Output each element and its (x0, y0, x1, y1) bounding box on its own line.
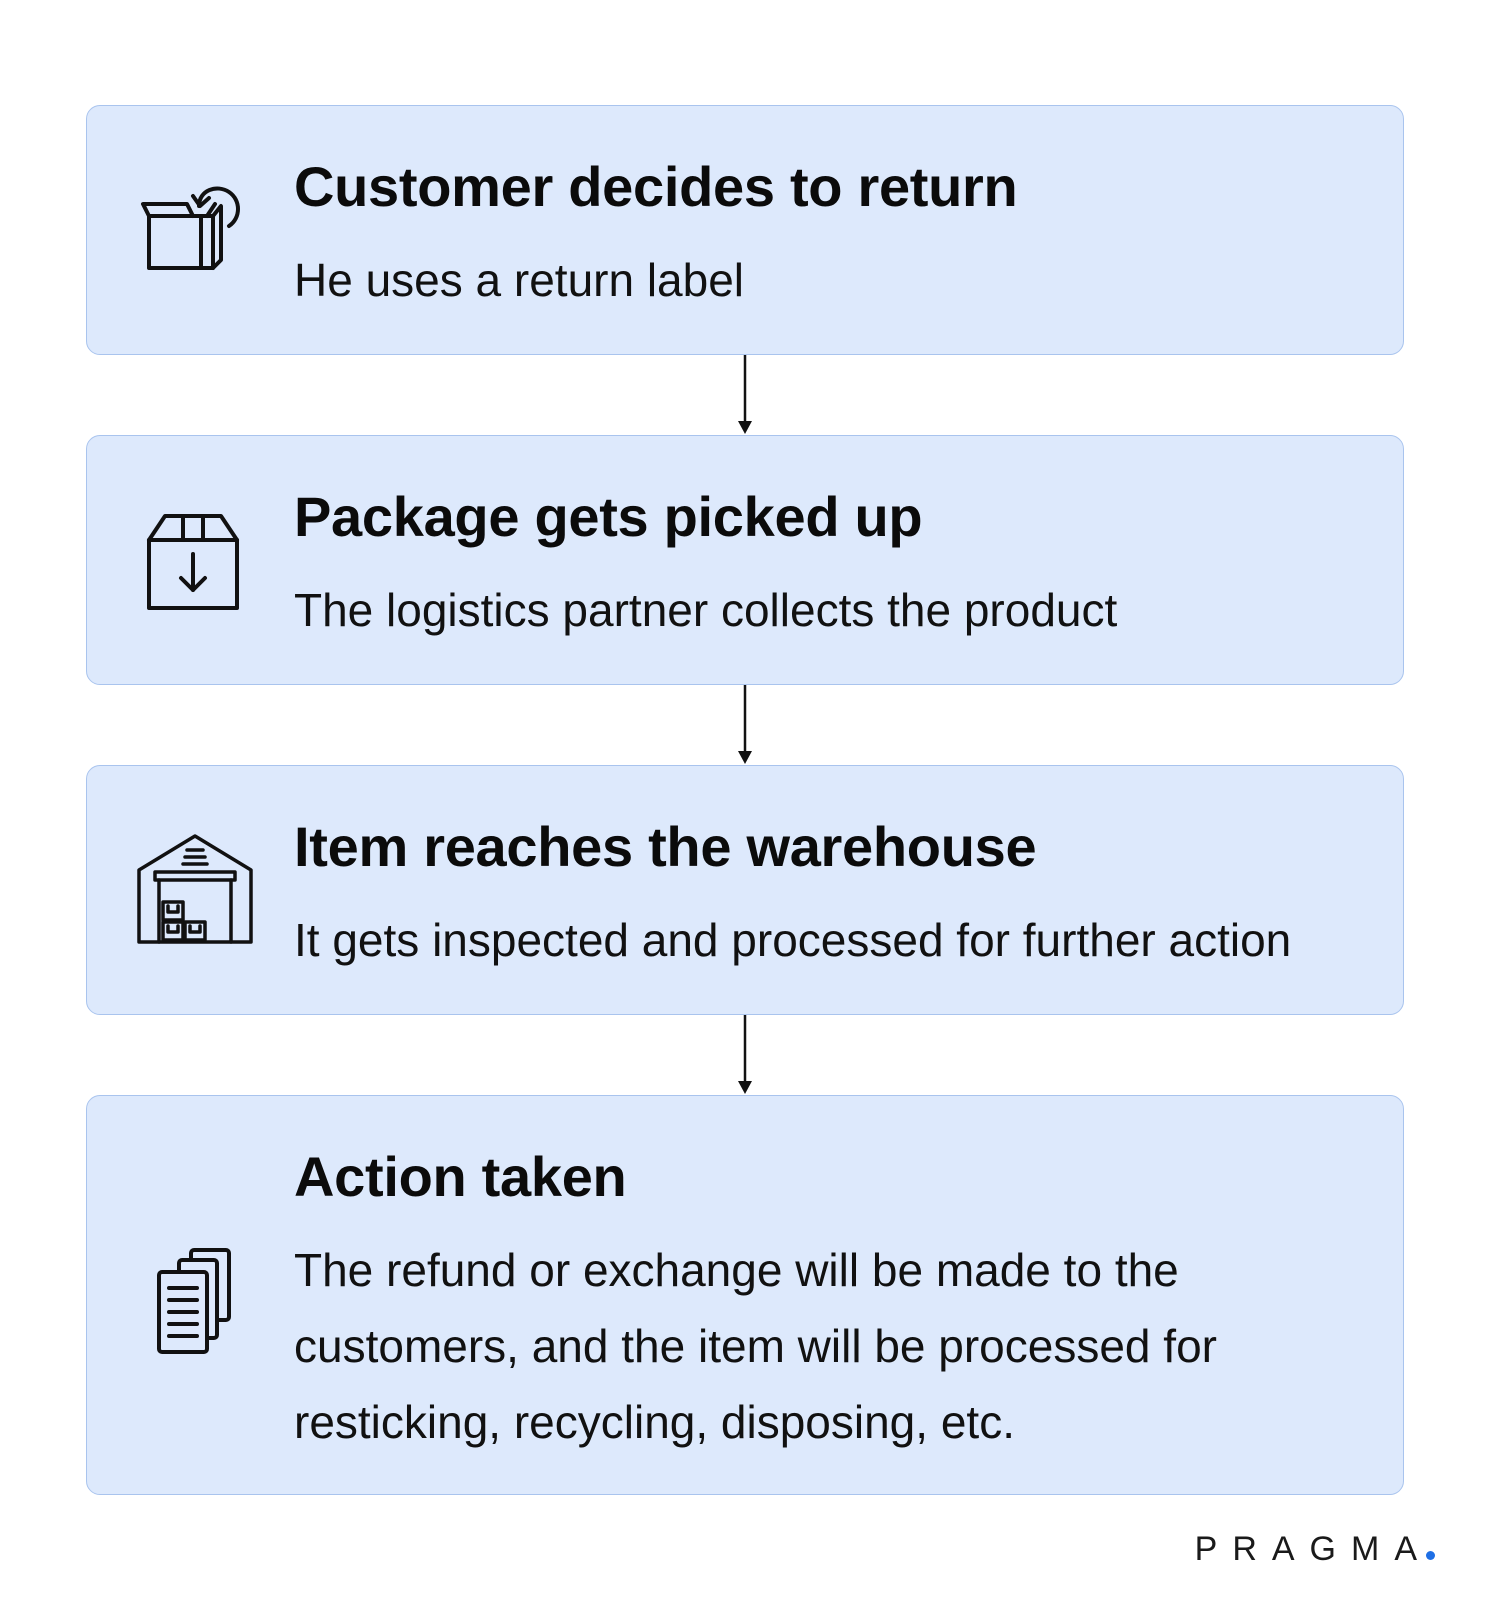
step-description: He uses a return label (294, 254, 745, 306)
step-title: Item reaches the warehouse (294, 815, 1037, 878)
step-card-4: Action taken The refund or exchange will… (86, 1095, 1404, 1495)
box-return-icon (137, 176, 253, 292)
step-card-2: Package gets picked up The logistics par… (86, 435, 1404, 685)
package-download-icon (137, 504, 253, 620)
step-card-1: Customer decides to return He uses a ret… (86, 105, 1404, 355)
flow-arrow (738, 355, 752, 435)
step-description: The logistics partner collects the produ… (294, 584, 1118, 636)
step-description: It gets inspected and processed for furt… (294, 914, 1292, 966)
step-title: Action taken (294, 1145, 627, 1208)
flow-arrow (738, 685, 752, 765)
flow-arrow (738, 1015, 752, 1095)
brand-dot (1426, 1551, 1435, 1560)
brand-name: PRAGMA (1194, 1530, 1432, 1568)
warehouse-icon (137, 830, 253, 946)
step-card-3: Item reaches the warehouse It gets inspe… (86, 765, 1404, 1015)
step-title: Package gets picked up (294, 485, 923, 548)
step-description: The refund or exchange will be made to t… (294, 1244, 1217, 1448)
step-title: Customer decides to return (294, 155, 1018, 218)
brand-logo: PRAGMA (1195, 1530, 1435, 1569)
documents-icon (137, 1244, 253, 1360)
